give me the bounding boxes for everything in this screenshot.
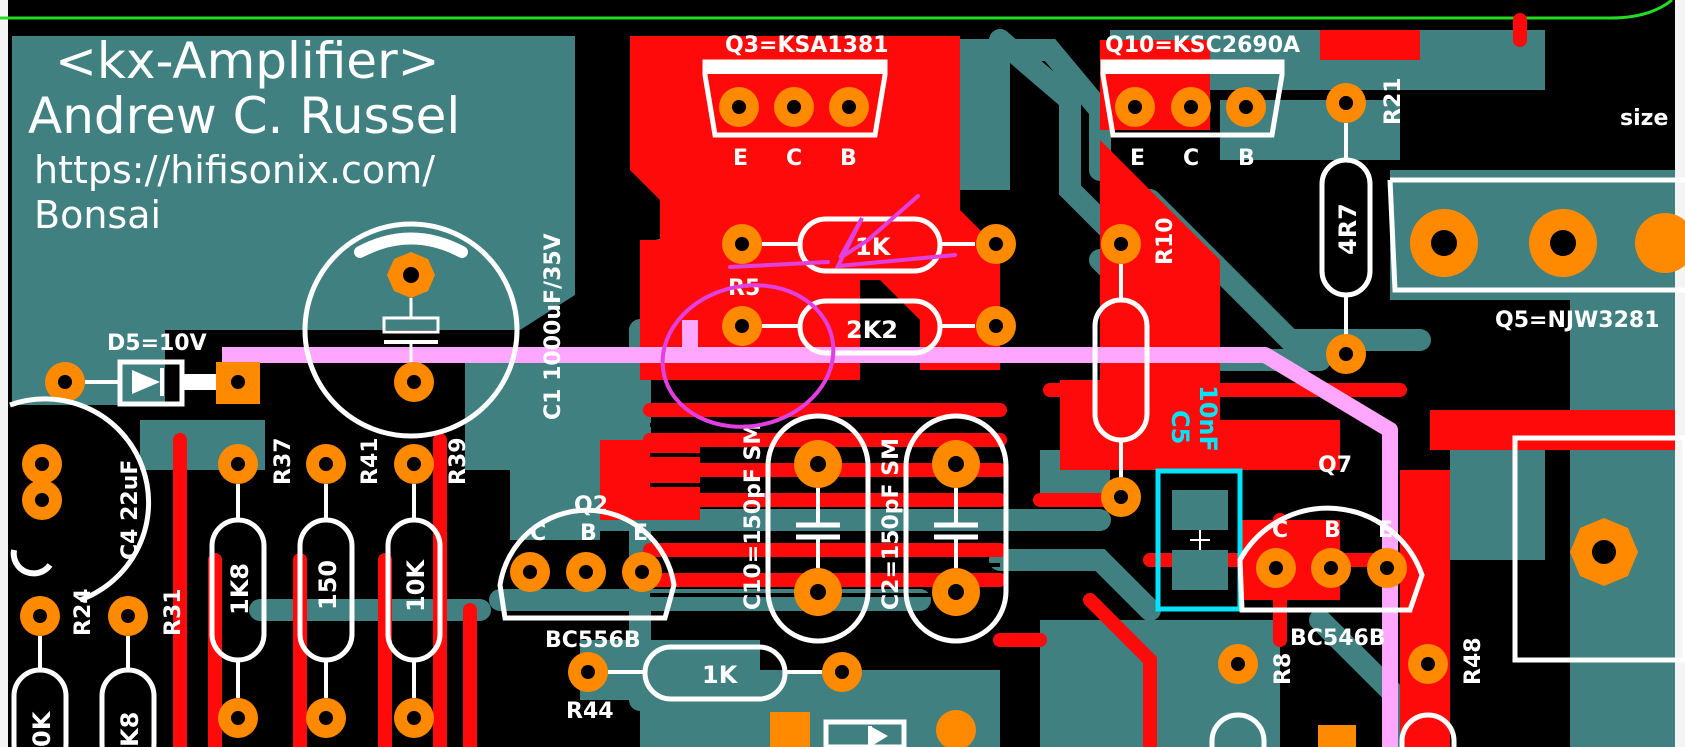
q10-pin-e: E (1130, 146, 1145, 171)
header-line-1: <kx-Amplifier> (55, 32, 440, 90)
r44-value: 1K (702, 661, 739, 689)
q3-label: Q3=KSA1381 (725, 33, 889, 58)
q2-pin-c: C (530, 521, 546, 546)
q7-pin-b: B (1324, 518, 1341, 543)
r37-resistor[interactable] (209, 444, 267, 738)
r48-label: R48 (1461, 637, 1486, 685)
r41-resistor[interactable] (297, 444, 355, 738)
q2-pin-e: E (633, 521, 648, 546)
q3-pin-e: E (733, 146, 748, 171)
c5-value: 10nF (1194, 385, 1222, 452)
r48-resistor[interactable] (1399, 644, 1457, 747)
size-label: size (1620, 106, 1668, 131)
c4-capacitor[interactable] (9, 396, 152, 603)
c2-capacitor[interactable] (903, 413, 1009, 644)
q7-label: Q7 (1318, 453, 1352, 478)
r8-label: R8 (1271, 653, 1296, 685)
board-edge (0, 0, 1673, 20)
bc556b-label: BC556B (545, 628, 641, 653)
r24-resistor[interactable] (11, 596, 69, 747)
r10-label: R10 (1153, 217, 1178, 265)
q10-pin-c: C (1183, 146, 1199, 171)
q2-transistor[interactable] (497, 507, 677, 621)
r39-resistor[interactable] (385, 444, 443, 738)
r37-label: R37 (271, 437, 296, 485)
c10-label: C10=150pF SM (741, 423, 766, 610)
q7-pin-c: C (1272, 518, 1288, 543)
d5-label: D5=10V (107, 331, 207, 356)
r24-value: 0K (28, 710, 56, 747)
r39-value: 10K (402, 559, 430, 612)
c1-capacitor[interactable] (302, 221, 520, 439)
r24-label: R24 (71, 588, 96, 636)
highlighted-net[interactable] (222, 320, 1398, 747)
left-window-border (0, 0, 8, 747)
mounting-hole (1592, 540, 1616, 564)
r44-label: R44 (566, 699, 614, 724)
c10-capacitor[interactable] (765, 413, 871, 644)
r41-label: R41 (358, 437, 383, 485)
q3-pin-c: C (786, 146, 802, 171)
q10-pin-b: B (1238, 146, 1255, 171)
r10-resistor[interactable] (1092, 224, 1150, 517)
r5-value: 2K2 (846, 316, 898, 344)
header-line-3: https://hifisonix.com/ (34, 148, 435, 192)
r8-resistor[interactable] (1209, 644, 1356, 747)
q10-transistor[interactable] (1100, 59, 1285, 138)
r31-resistor[interactable] (99, 596, 157, 747)
q5-label: Q5=NJW3281 (1495, 308, 1660, 333)
q7-transistor[interactable] (1237, 505, 1425, 613)
hand-annotation (660, 194, 957, 429)
r-top-resistor[interactable] (722, 216, 1016, 274)
heatsink-outline (1512, 435, 1685, 663)
r41-value: 150 (314, 560, 342, 610)
q2-label: Q2 (574, 493, 608, 518)
r39-label: R39 (446, 437, 471, 485)
c1-label: C1 1000uF/35V (541, 233, 566, 420)
r5-resistor[interactable] (722, 298, 1016, 356)
q5-transistor[interactable] (1387, 177, 1685, 293)
q10-label: Q10=KSC2690A (1105, 33, 1300, 58)
bc546b-label: BC546B (1290, 626, 1386, 651)
q3-pin-b: B (840, 146, 857, 171)
r31-value: K8 (116, 712, 144, 747)
right-window-border (1675, 0, 1685, 747)
r21-value: 4R7 (1334, 203, 1362, 255)
q3-transistor[interactable] (702, 59, 888, 138)
q2-pin-b: B (580, 521, 597, 546)
c2-label: C2=150pF SM (879, 438, 904, 610)
r21-resistor[interactable] (1319, 83, 1373, 374)
header-line-2: Andrew C. Russel (28, 87, 460, 145)
header-line-4: Bonsai (34, 193, 161, 237)
c4-label: C4 22uF (118, 460, 143, 560)
c5-label: C5 (1166, 410, 1194, 444)
c5-capacitor[interactable] (1155, 468, 1243, 612)
q7-pin-e: E (1378, 518, 1393, 543)
bottom-diode[interactable] (770, 710, 976, 747)
d5-diode[interactable] (45, 359, 260, 407)
r44-resistor[interactable] (568, 644, 862, 702)
r21-label: R21 (1381, 77, 1406, 125)
r31-label: R31 (161, 588, 186, 636)
r37-value: 1K8 (226, 563, 254, 615)
